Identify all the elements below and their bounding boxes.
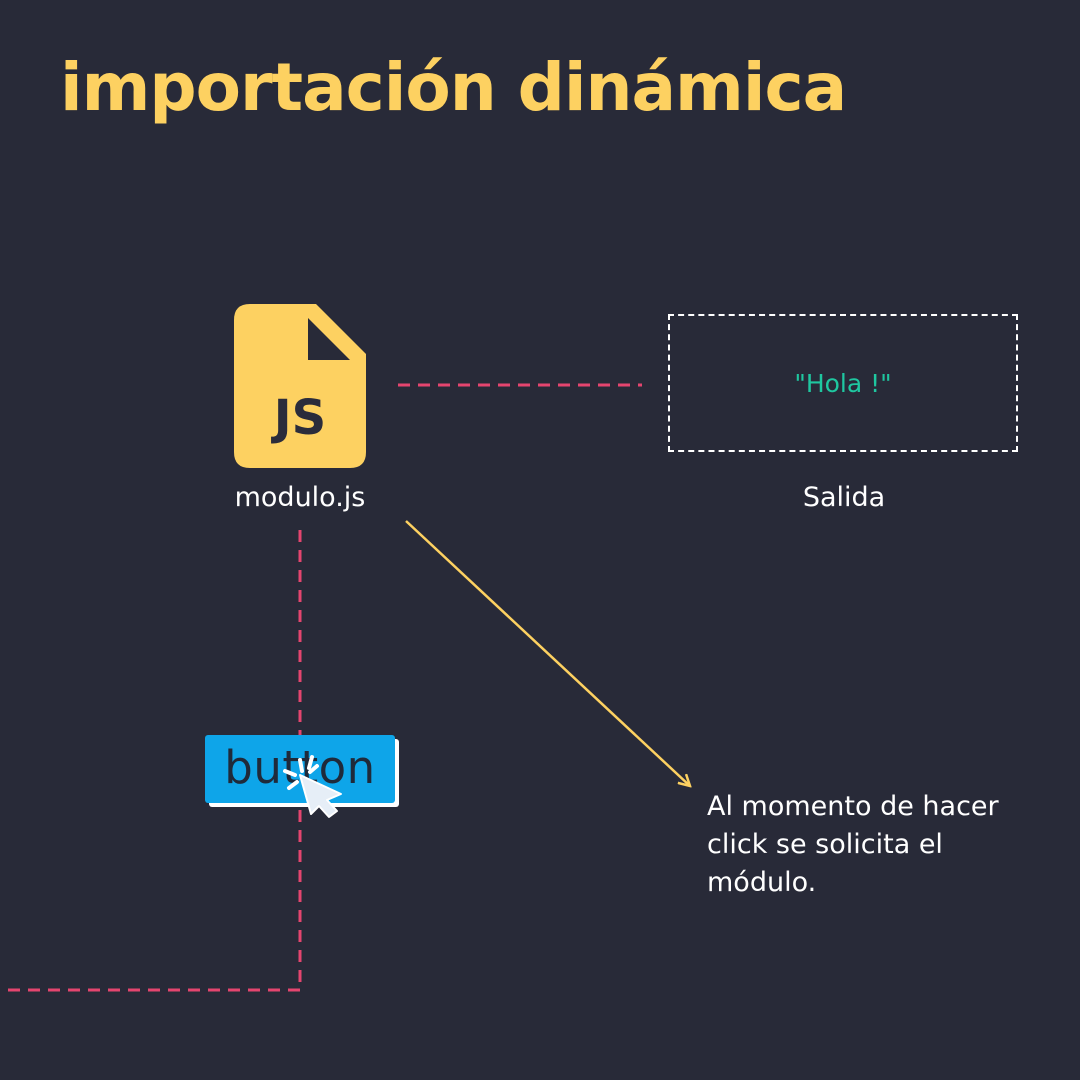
js-file-icon: JS (234, 304, 366, 468)
output-value: "Hola !" (794, 368, 892, 398)
output-label: Salida (802, 482, 886, 513)
demo-button[interactable]: button (205, 735, 395, 803)
output-box: "Hola !" (668, 314, 1018, 452)
file-name-label: modulo.js (234, 482, 366, 513)
file-corner-fold (308, 318, 350, 360)
annotation-note: Al momento de hacer click se solicita el… (707, 791, 999, 898)
page-title: importación dinámica (60, 49, 847, 126)
file-badge: JS (271, 390, 326, 446)
annotation-arrow (405, 520, 690, 786)
button-label: button (224, 740, 376, 794)
file-to-button-connector (0, 530, 302, 992)
